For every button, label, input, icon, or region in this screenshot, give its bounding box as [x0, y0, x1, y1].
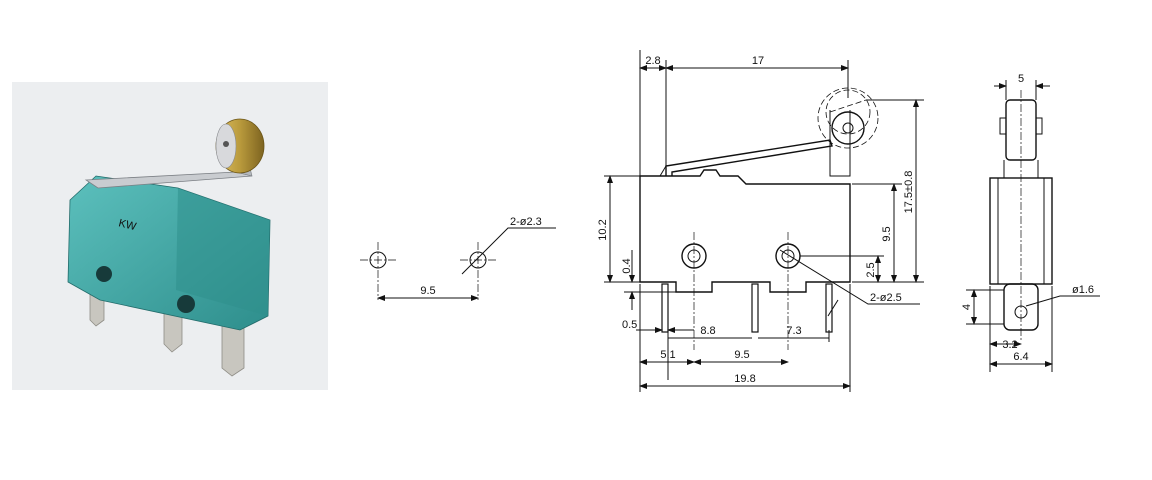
side-axle-left [999, 117, 1007, 135]
mount-hole-left [360, 242, 396, 300]
mounting-hole-pattern: 2-ø2.3 9.5 [360, 216, 556, 301]
front-hole-leader [779, 249, 920, 305]
front-roller [831, 111, 865, 145]
front-lever-hinge [659, 165, 667, 177]
mount-hole-note: 2-ø2.3 [510, 216, 542, 228]
side-hole-note: ø1.6 [1072, 284, 1094, 296]
front-roller-free-position [817, 87, 879, 149]
photo-terminal-right [221, 321, 245, 377]
dim-pitch-left: 8.8 [700, 325, 715, 337]
front-roller-axle [842, 122, 854, 134]
photo-mold-text: KW [117, 217, 138, 233]
front-hole-note: 2-ø2.5 [870, 292, 902, 304]
front-view: 2.8 17 17.5±0.8 9.5 2.5 10.2 0.4 2-ø2.5 … [597, 50, 924, 392]
front-lever-free-position [829, 99, 867, 113]
photo-mount-hole-left [96, 266, 112, 282]
dim-hole-center: 3.2 [1002, 339, 1017, 351]
dim-gap: 0.4 [621, 258, 633, 273]
mount-hole-leader [461, 227, 556, 275]
dim-hole-bottom: 2.5 [865, 262, 877, 277]
photo-mount-hole-right [177, 295, 195, 313]
front-terminal-middle [751, 283, 759, 333]
front-roller-bracket [829, 110, 851, 177]
dim-lever-length: 17 [752, 55, 764, 67]
side-terminal [1003, 283, 1039, 331]
front-terminal-right [825, 283, 833, 333]
side-hole-leader [1025, 295, 1100, 307]
front-terminal-left [661, 283, 669, 333]
front-lever [665, 139, 833, 176]
dim-hole-height: 9.5 [881, 226, 893, 241]
photo-roller-axle [223, 141, 229, 147]
dim-terminal-width: 0.5 [622, 319, 637, 331]
dim-side-width: 6.4 [1013, 351, 1028, 363]
dim-pitch-right: 7.3 [786, 325, 801, 337]
dim-overall-height: 17.5±0.8 [903, 171, 915, 214]
mount-hole-right [460, 242, 496, 300]
product-photo: KW [12, 82, 328, 390]
dim-roller-width: 5 [1018, 73, 1024, 85]
dim-overall-width: 19.8 [734, 373, 755, 385]
dim-first-terminal: 5.1 [660, 349, 675, 361]
dim-body-height: 10.2 [597, 219, 609, 240]
side-terminal-hole [1014, 305, 1028, 319]
dim-lever-offset: 2.8 [645, 55, 660, 67]
side-view: 5 ø1.6 4 3.2 6.4 [961, 73, 1100, 372]
side-axle-right [1035, 117, 1043, 135]
photo-body-side-shade [176, 188, 270, 316]
dim-terminal-length: 4 [961, 304, 973, 310]
mount-spacing-label: 9.5 [420, 285, 435, 297]
dim-hole-pitch: 9.5 [734, 349, 749, 361]
